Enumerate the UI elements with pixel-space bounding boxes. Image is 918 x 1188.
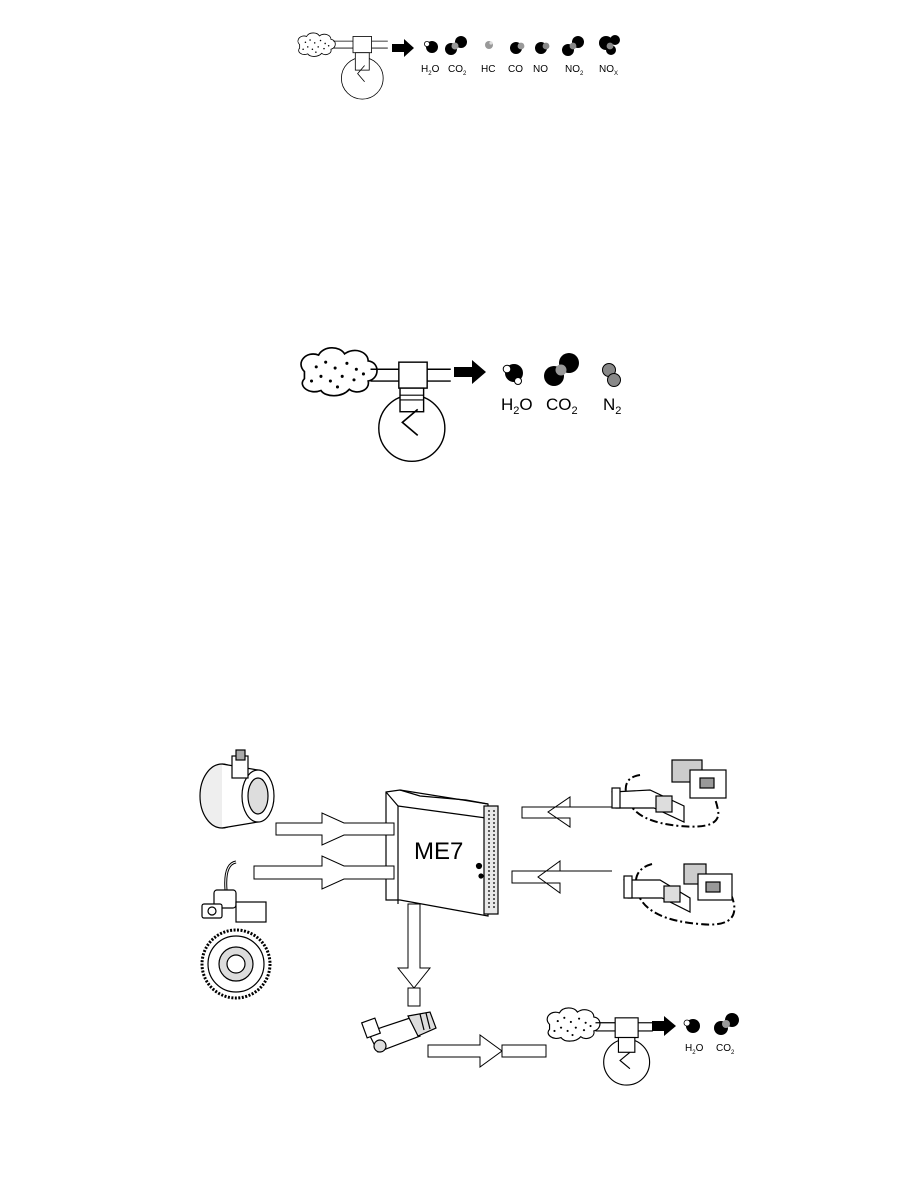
signal-arrow-crank <box>253 855 395 890</box>
label-no2: NO2 <box>565 64 584 77</box>
label-no: NO <box>533 64 548 75</box>
molecule-co2-icon <box>544 353 579 386</box>
fuel-cloud <box>546 1007 601 1042</box>
molecule-n2-icon <box>602 363 621 387</box>
exhaust-arrow <box>454 360 486 384</box>
exhaust-arrow <box>392 39 414 57</box>
molecule-co2-icon <box>714 1013 739 1035</box>
fuel-injector <box>360 1011 437 1053</box>
exhaust-arrow <box>652 1016 676 1036</box>
intake-pipe <box>595 1017 653 1039</box>
label-hc: HC <box>481 64 495 75</box>
combustion-diagram-incomplete <box>297 32 388 100</box>
molecule-nox-icon <box>599 35 620 55</box>
signal-arrow-lambda-2 <box>511 860 612 894</box>
molecule-no-icon <box>535 42 550 54</box>
label-co2: CO2 <box>716 1043 735 1056</box>
ecu-label: ME7 <box>414 838 463 865</box>
molecule-h2o-icon <box>502 364 523 385</box>
label-h2o: H2O <box>685 1043 704 1056</box>
signal-arrow-maf <box>275 812 395 846</box>
injection-arrow <box>427 1034 547 1068</box>
combustion-diagram-complete <box>300 347 451 462</box>
engine-cylinder <box>378 387 446 462</box>
combustion-diagram-result <box>546 1007 653 1086</box>
engine-cylinder <box>603 1036 651 1086</box>
ecu-control-unit <box>385 789 499 917</box>
molecule-no2-icon <box>562 36 584 56</box>
label-co2: CO2 <box>546 395 578 417</box>
lambda-sensor-2 <box>623 863 736 926</box>
lambda-sensor-1 <box>611 759 727 828</box>
signal-arrow-lambda-1 <box>521 796 622 828</box>
molecule-co2-icon <box>445 36 467 55</box>
fuel-cloud <box>297 32 336 57</box>
crankshaft-pulley <box>200 928 272 1000</box>
label-co2: CO2 <box>448 64 467 77</box>
speed-sensor <box>201 860 267 923</box>
label-nox: NOX <box>599 64 618 77</box>
molecule-hc-icon <box>485 41 493 49</box>
molecule-h2o-icon <box>683 1019 700 1033</box>
fuel-cloud <box>300 347 378 397</box>
molecule-h2o-icon <box>423 41 438 53</box>
label-h2o: H2O <box>501 395 533 417</box>
label-n2: N2 <box>603 395 621 417</box>
engine-cylinder <box>340 52 384 100</box>
label-co: CO <box>508 64 523 75</box>
mass-air-flow-sensor <box>199 749 275 829</box>
molecule-co-icon <box>510 42 525 54</box>
signal-arrow-injector <box>396 903 432 1007</box>
intake-pipe <box>333 36 388 54</box>
label-h2o: H2O <box>421 64 440 77</box>
intake-pipe <box>370 361 451 389</box>
